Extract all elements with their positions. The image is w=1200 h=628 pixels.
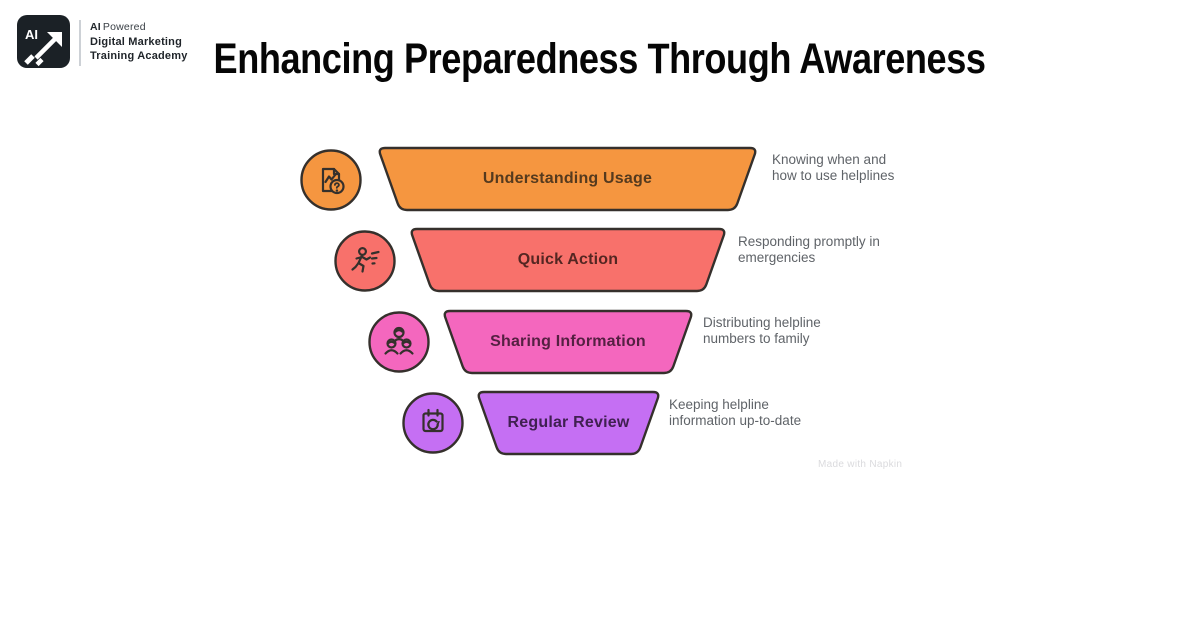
logo-square: [17, 15, 70, 68]
stage2-icon-badge: [334, 230, 396, 292]
calendar-refresh-icon: [422, 408, 444, 433]
stage3-icon-badge: [368, 311, 430, 373]
growth-arrow-icon: [24, 32, 62, 67]
brand-divider: [79, 20, 81, 66]
people-group-icon: [384, 326, 414, 355]
stage2-description: Responding promptly in emergencies: [738, 234, 880, 265]
running-person-icon: [351, 246, 380, 273]
stage3-funnel-band: [443, 309, 693, 375]
brand-line-digital-marketing: Digital Marketing: [90, 35, 183, 48]
logo-ai-text: AI: [25, 27, 38, 42]
stage4-funnel-band: [477, 390, 660, 456]
stage3-label: Sharing Information: [490, 333, 646, 350]
stage4-label: Regular Review: [507, 414, 630, 431]
stage1-icon-badge: [300, 149, 362, 211]
brand-logo: AI: [17, 15, 70, 68]
stage1-funnel-band: [378, 146, 757, 212]
stage2-label: Quick Action: [517, 251, 619, 268]
brand-line-training-academy: Training Academy: [90, 50, 188, 62]
stage4-icon-badge: [402, 392, 464, 454]
stage1-description: Knowing when and how to use helplines: [772, 152, 895, 183]
stage2-funnel-band: [410, 227, 726, 293]
stage4-description: Keeping helpline information up-to-date: [669, 397, 802, 428]
stage1-label: Understanding Usage: [482, 170, 653, 187]
watermark: Made with Napkin: [818, 459, 903, 470]
page-title: Enhancing Preparedness Through Awareness: [213, 35, 987, 83]
stage3-description: Distributing helpline numbers to family: [703, 315, 821, 346]
document-chart-question-icon: [321, 167, 345, 195]
